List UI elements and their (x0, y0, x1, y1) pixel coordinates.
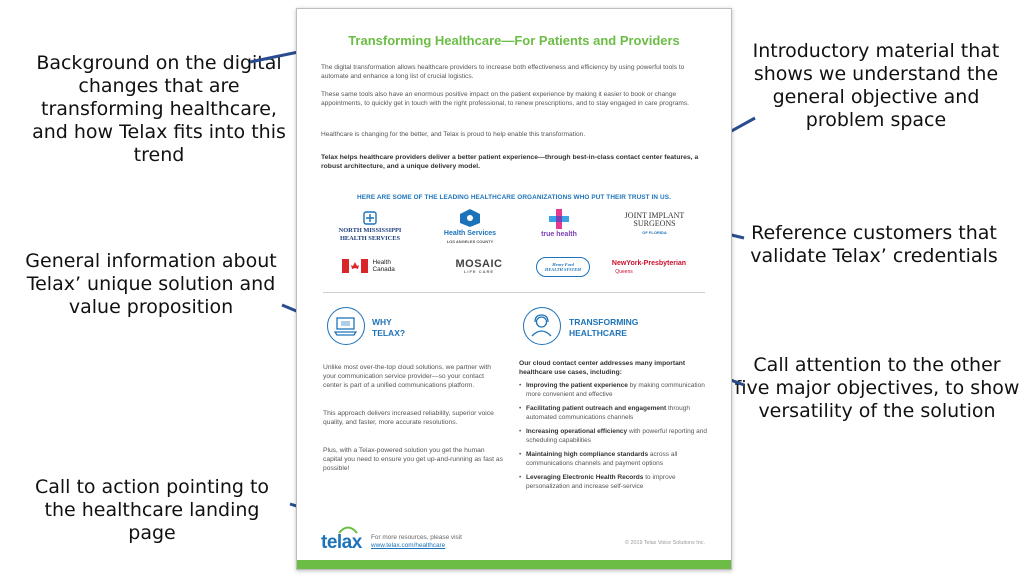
logo-north-mississippi: NORTH MISSISSIPPI HEALTH SERVICES (325, 211, 415, 243)
visit-text: For more resources, please visit www.tel… (371, 534, 462, 549)
telax-logo: telax (321, 532, 362, 553)
annotation-introductory: Introductory material that shows we unde… (752, 40, 1000, 131)
list-item: Maintaining high compliance standards ac… (519, 450, 709, 468)
annotation-reference-customers: Reference customers that validate Telax’… (750, 222, 998, 267)
annotation-call-to-action: Call to action pointing to the healthcar… (34, 476, 270, 544)
telax-logo-arc-icon (338, 526, 358, 534)
computer-icon (327, 307, 365, 345)
list-item: Increasing operational efficiency with p… (519, 427, 709, 445)
why-paragraph-3: Plus, with a Telax-powered solution you … (323, 447, 503, 472)
why-paragraph-2: This approach delivers increased reliabi… (323, 410, 494, 426)
why-paragraph-1: Unlike most over-the-top cloud solutions… (323, 364, 492, 389)
annotation-general-info: General information about Telax’ unique … (25, 250, 277, 318)
footer-bar (297, 560, 731, 569)
hexagon-icon (460, 209, 480, 227)
logo-health-canada: Health Canada (342, 259, 412, 273)
logo-true-health: true health (519, 208, 599, 239)
logo-mosaic: MOSAIC LIFE CARE (455, 258, 503, 275)
annotation-five-objectives: Call attention to the other five major o… (734, 354, 1020, 422)
doc-title: Transforming Healthcare—For Patients and… (348, 33, 680, 48)
paragraph-1: The digital transformation allows health… (321, 64, 685, 80)
logo-newyork-presbyterian: NewYork-Presbyterian Queens (611, 260, 687, 275)
paragraph-2: These same tools also have an enormous p… (321, 91, 689, 107)
why-telax-heading: WHY TELAX? (372, 317, 406, 338)
canada-flag-icon (342, 259, 368, 273)
transforming-healthcare-heading: TRANSFORMING HEALTHCARE (569, 317, 639, 338)
use-case-list: Improving the patient experience by maki… (519, 381, 709, 496)
list-item: Improving the patient experience by maki… (519, 381, 709, 399)
logo-joint-implant: JOINT IMPLANT SURGEONS OF FLORIDA (624, 211, 685, 236)
agent-headset-icon (523, 307, 561, 345)
list-item: Facilitating patient outreach and engage… (519, 404, 709, 422)
paragraph-4: Telax helps healthcare providers deliver… (321, 154, 699, 170)
copyright: © 2019 Telax Voice Solutions Inc. (625, 540, 705, 546)
healthcare-link[interactable]: www.telax.com/healthcare (371, 542, 446, 549)
annotation-background: Background on the digital changes that a… (32, 52, 286, 166)
shield-icon (363, 211, 377, 225)
logo-henry-ford: Henry Ford HEALTH SYSTEM (535, 257, 591, 277)
document-page: Transforming Healthcare—For Patients and… (296, 8, 732, 570)
orgs-heading: HERE ARE SOME OF THE LEADING HEALTHCARE … (357, 194, 671, 201)
section-divider (323, 292, 705, 293)
logo-la-health-services: Health Services LOS ANGELES COUNTY (425, 208, 515, 246)
list-item: Leveraging Electronic Health Records to … (519, 473, 709, 491)
cross-icon (549, 209, 569, 229)
paragraph-3: Healthcare is changing for the better, a… (321, 131, 586, 138)
transforming-intro: Our cloud contact center addresses many … (519, 360, 686, 376)
